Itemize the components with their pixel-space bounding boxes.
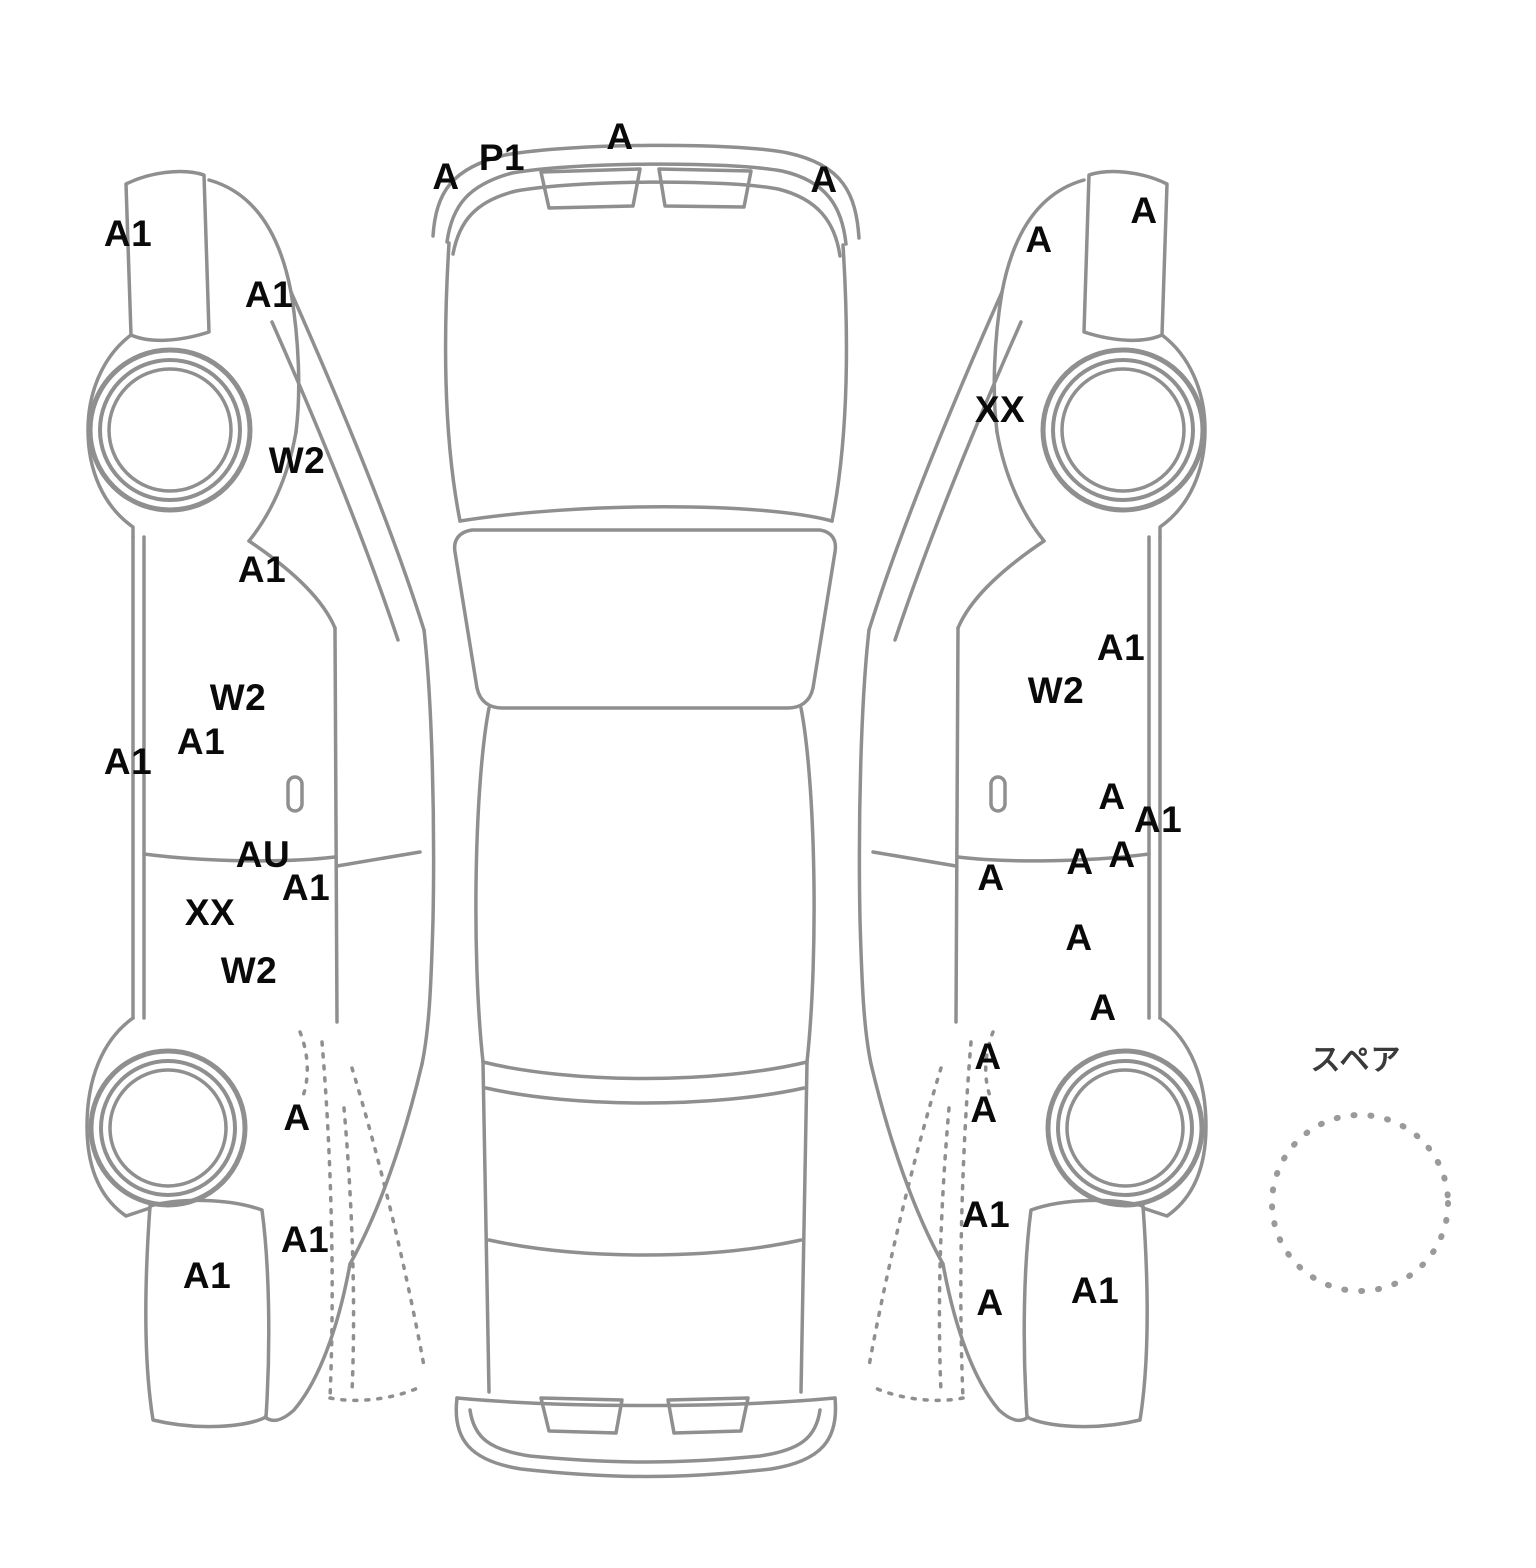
damage-code-label: A1 [1096, 627, 1146, 668]
damage-code-label: A1 [280, 1219, 330, 1260]
damage-code-label: A [977, 857, 1005, 898]
damage-code-label: W2 [209, 677, 267, 718]
rear-bumper-inner [468, 1408, 822, 1464]
damage-code-label: A1 [182, 1255, 232, 1296]
damage-code-label: A [974, 1036, 1002, 1077]
damage-code-label: A [1066, 841, 1094, 882]
rear-bumper-outer [454, 1396, 838, 1479]
rear-glass-top [481, 1060, 809, 1081]
rear-bumper-top [455, 1396, 837, 1408]
damage-code-label: A [1065, 917, 1093, 958]
damage-code-label: A [283, 1097, 311, 1138]
body-edge-right-rear [799, 1060, 809, 1394]
damage-code-label: A [1098, 776, 1126, 817]
front-grille-right [657, 167, 753, 209]
damage-code-label: P1 [478, 137, 526, 178]
damage-code-label: XX [184, 892, 236, 933]
spare-tire-label: スペア [1310, 1044, 1402, 1077]
roof-edge-left [474, 706, 491, 1064]
damage-code-label: A1 [244, 274, 294, 315]
damage-code-label: A [1108, 834, 1136, 875]
roof-edge-right [799, 706, 816, 1064]
trunk-lid-line [487, 1238, 803, 1257]
taillight-right [666, 1396, 750, 1435]
front-bumper-mid [445, 162, 848, 246]
damage-code-label: A [1089, 987, 1117, 1028]
damage-code-label: W2 [220, 950, 278, 991]
left-side-view-outline [87, 172, 434, 1427]
damage-code-label: W2 [268, 440, 326, 481]
hood-edge-left [443, 241, 462, 523]
hood-edge-right [830, 243, 849, 523]
damage-code-label: A1 [103, 213, 153, 254]
damage-code-label: A [1025, 219, 1053, 260]
damage-code-label: A [1130, 190, 1158, 231]
taillight-left [539, 1396, 624, 1435]
damage-code-label: A [432, 156, 460, 197]
damage-code-label: A1 [176, 721, 226, 762]
damage-code-label: XX [974, 389, 1026, 430]
damage-code-label: A1 [1133, 799, 1183, 840]
top-view-outline [431, 143, 861, 1479]
damage-code-label: A [810, 159, 838, 200]
spare-tire-circle [1269, 1112, 1451, 1294]
damage-code-label: A [606, 116, 634, 157]
cowl-line [458, 505, 834, 523]
damage-code-label: A1 [103, 741, 153, 782]
body-edge-left-rear [481, 1060, 491, 1394]
damage-code-label: W2 [1027, 670, 1085, 711]
rear-glass-bottom [484, 1086, 806, 1105]
damage-code-label: A [970, 1089, 998, 1130]
damage-code-label: A [976, 1282, 1004, 1323]
damage-code-label: A1 [237, 549, 287, 590]
damage-code-label: A1 [961, 1194, 1011, 1235]
front-bumper-inner [451, 180, 842, 258]
damage-code-label: AU [235, 834, 291, 875]
front-bumper-outer [431, 143, 861, 240]
damage-code-label: A1 [1070, 1270, 1120, 1311]
damage-code-label: A1 [281, 867, 331, 908]
front-grille-left [539, 167, 642, 210]
windshield-outline [452, 528, 838, 710]
